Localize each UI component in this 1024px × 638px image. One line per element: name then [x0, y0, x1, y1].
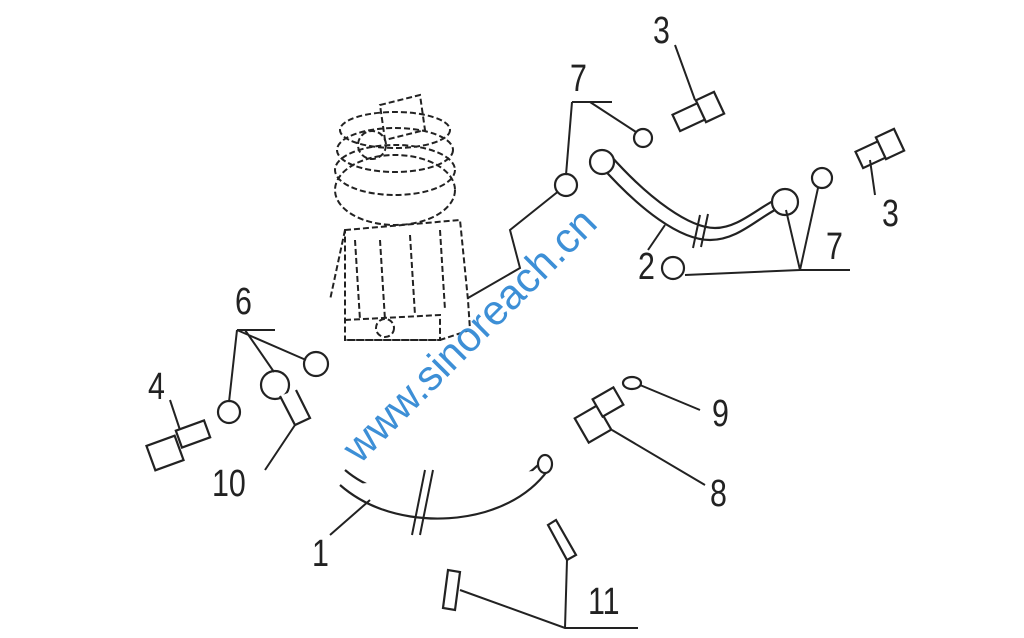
fitting-8: [573, 385, 625, 445]
callout-6: 6: [235, 281, 252, 323]
washer-6: [216, 399, 242, 425]
washer-7: [632, 127, 654, 149]
o-ring-9: [621, 375, 643, 391]
banjo-bolt-3: [671, 90, 726, 133]
callout-1: 1: [312, 533, 329, 575]
callout-7: 7: [570, 58, 587, 100]
banjo-bolt-3: [854, 127, 906, 170]
callout-11: 11: [588, 581, 620, 623]
banjo-fitting-10: [259, 369, 312, 427]
callout-3: 3: [653, 10, 670, 52]
washer-6: [302, 350, 330, 378]
leader-lines: [169, 44, 876, 629]
callout-2: 2: [638, 246, 655, 288]
callout-8: 8: [710, 473, 727, 515]
washer-7: [810, 166, 834, 190]
callout-3: 3: [882, 193, 899, 235]
callout-4: 4: [148, 366, 165, 408]
hose-1: [339, 453, 554, 536]
washer-7: [553, 172, 579, 198]
clamp-11: [441, 568, 462, 612]
callout-7: 7: [826, 226, 843, 268]
banjo-bolt-4: [145, 419, 212, 472]
clamp-11: [546, 518, 578, 562]
washer-7: [660, 255, 686, 281]
callout-9: 9: [712, 393, 729, 435]
air-compressor: [329, 93, 472, 341]
connection-line: [467, 189, 561, 299]
pipe-2: [588, 148, 800, 249]
callout-10: 10: [212, 463, 246, 505]
